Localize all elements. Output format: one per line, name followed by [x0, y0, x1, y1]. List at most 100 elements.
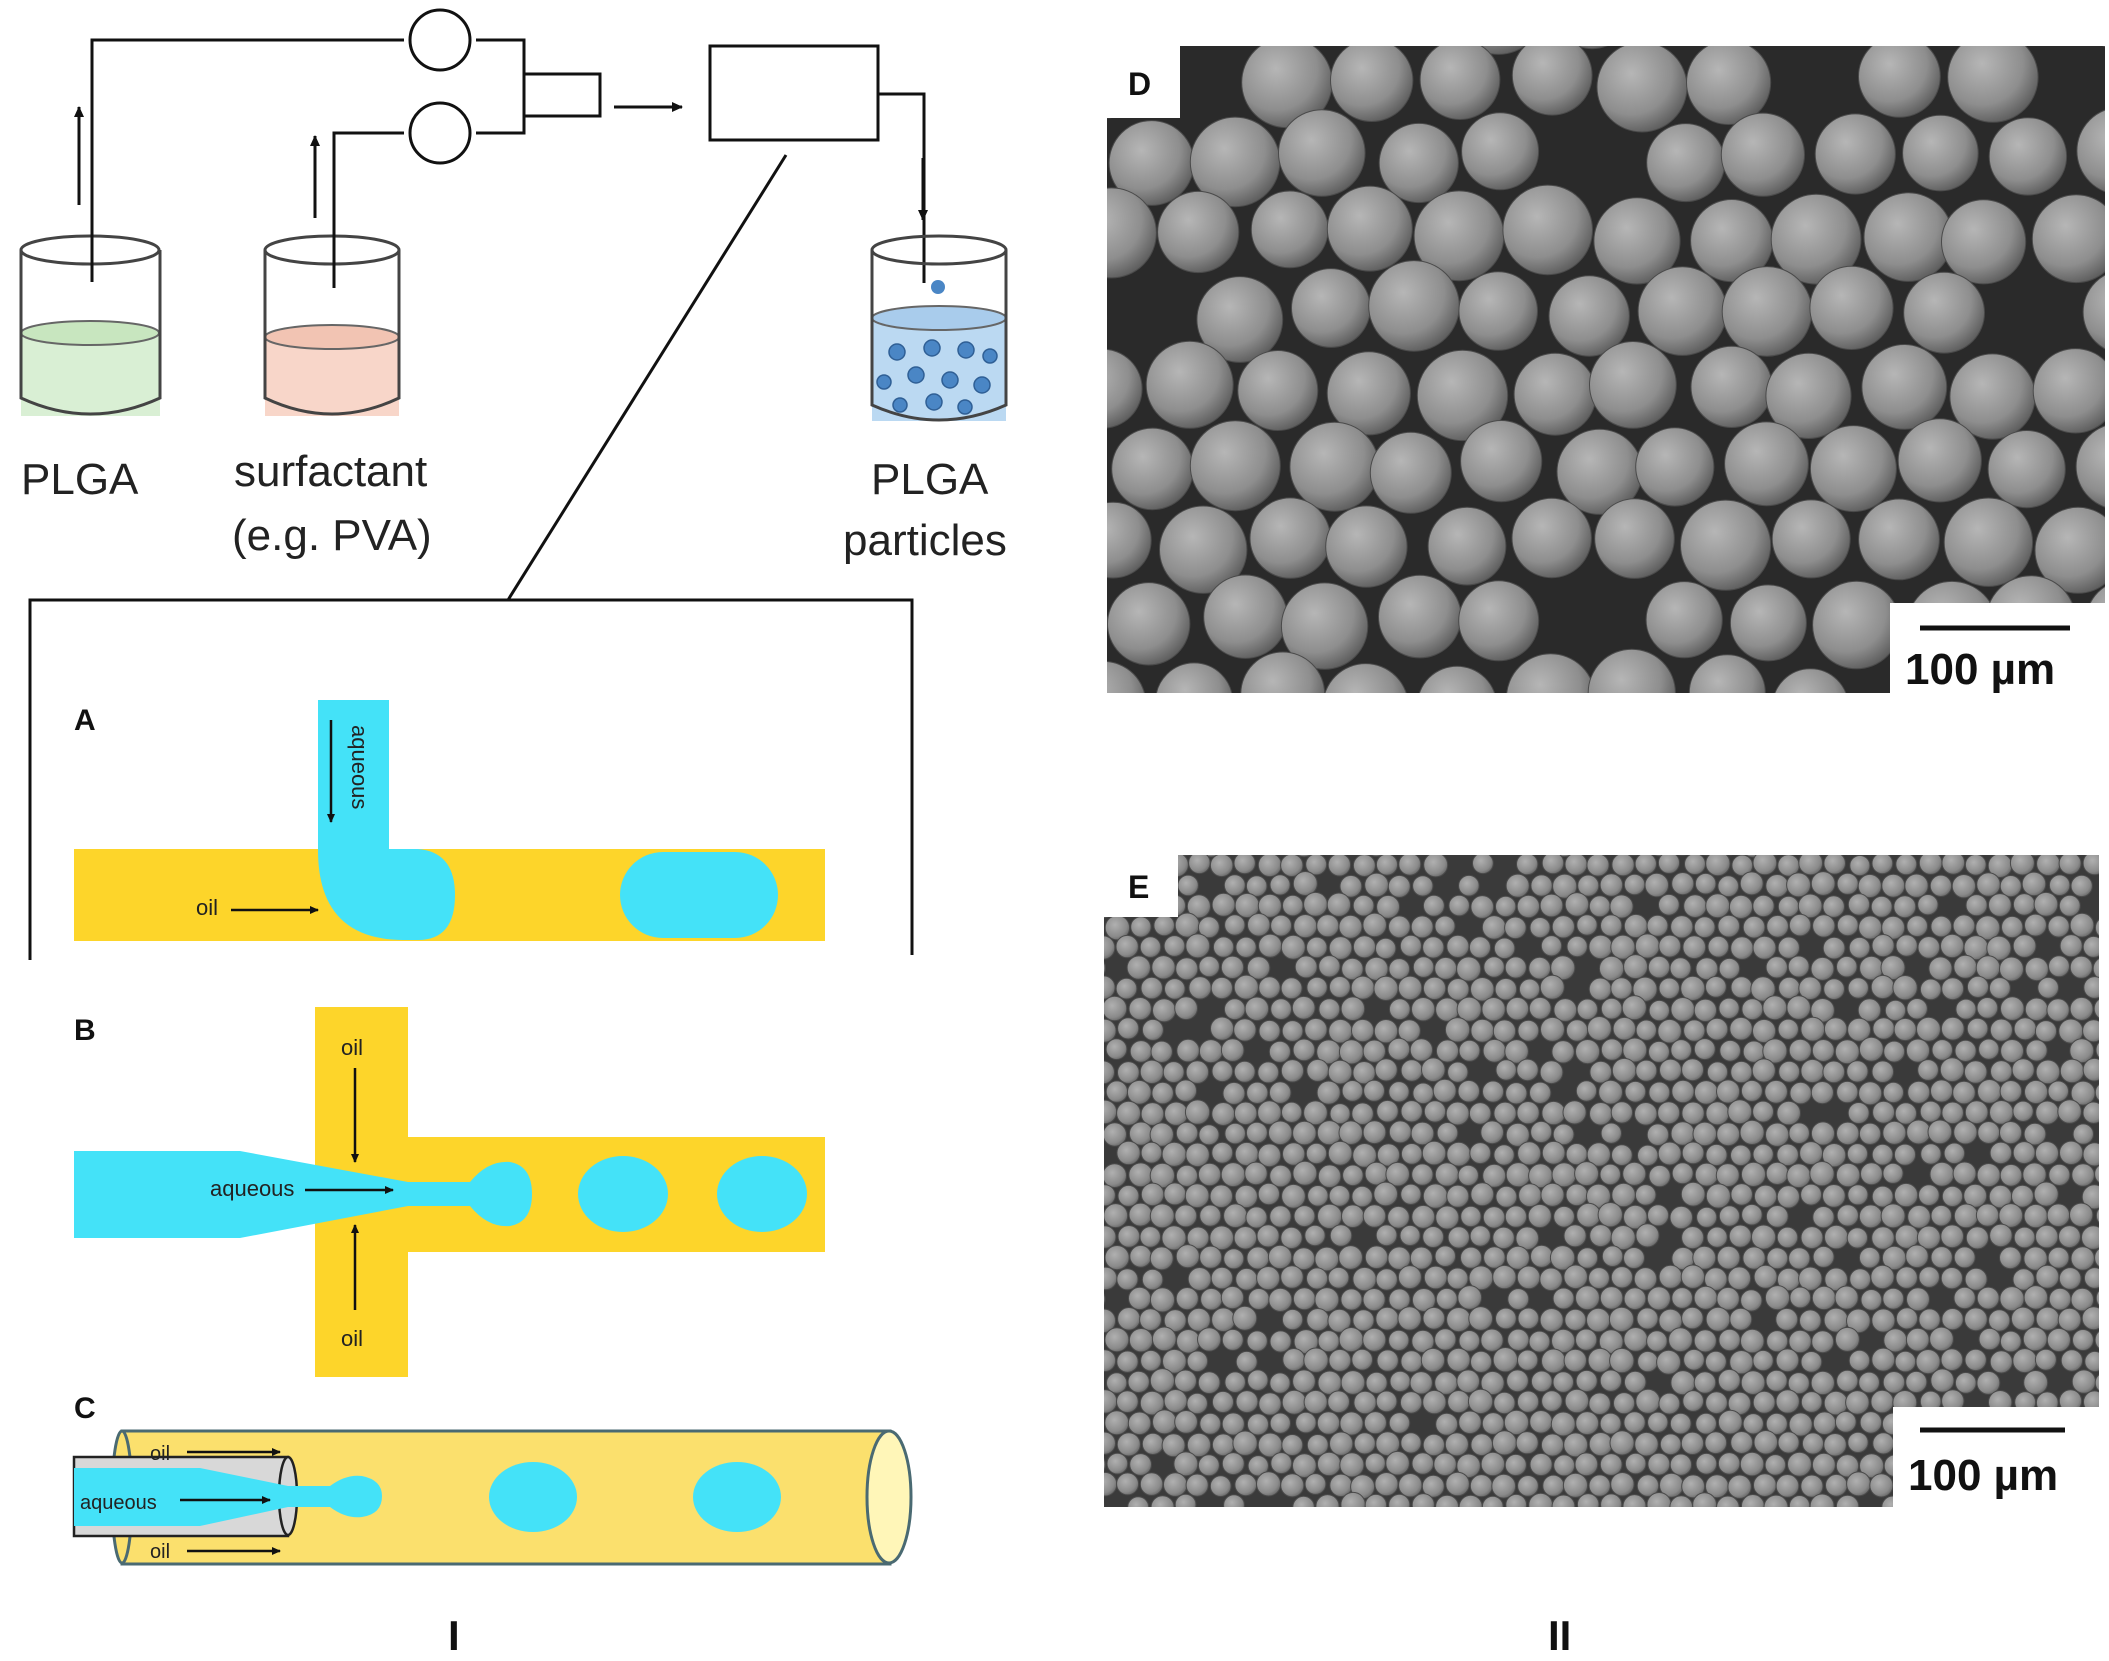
- microsphere: [1600, 1038, 1624, 1061]
- microsphere: [1634, 855, 1657, 875]
- microsphere: [1750, 976, 1776, 1002]
- microsphere: [1374, 1058, 1398, 1082]
- microsphere: [1598, 1079, 1623, 1105]
- microsphere: [1163, 1389, 1188, 1413]
- microsphere: [1152, 998, 1177, 1023]
- microsphere: [1766, 1330, 1789, 1353]
- panel-b-letter: B: [74, 1014, 96, 1047]
- microsphere: [1504, 956, 1527, 979]
- microsphere: [1941, 1185, 1964, 1208]
- microsphere: [1480, 1370, 1505, 1396]
- microsphere: [1777, 936, 1801, 959]
- microsphere: [1223, 1248, 1245, 1270]
- microsphere: [1117, 1184, 1140, 1207]
- microsphere: [2082, 935, 2099, 958]
- microsphere: [1752, 1390, 1776, 1414]
- microsphere: [1600, 832, 1622, 854]
- microsphere: [1494, 977, 1518, 1001]
- microsphere: [1871, 934, 1895, 958]
- microsphere: [2024, 1079, 2049, 1105]
- microsphere: [1730, 976, 1753, 999]
- microsphere: [1280, 582, 1369, 670]
- microsphere: [1517, 1141, 1542, 1166]
- microsphere: [1108, 0, 1197, 42]
- microsphere: [1880, 1203, 1906, 1229]
- microsphere: [1197, 1371, 1221, 1394]
- microsphere: [1669, 1205, 1694, 1230]
- microsphere: [1966, 1017, 1989, 1040]
- microsphere: [1988, 1309, 2011, 1332]
- microsphere: [1811, 1285, 1837, 1311]
- microsphere: [1789, 1081, 1812, 1105]
- microsphere: [1671, 1162, 1694, 1185]
- microsphere: [1623, 1327, 1649, 1352]
- microsphere: [1293, 1205, 1316, 1228]
- microsphere: [1458, 1410, 1482, 1435]
- microsphere: [1786, 995, 1811, 1020]
- microsphere: [1636, 1307, 1659, 1330]
- microsphere: [1306, 1267, 1329, 1290]
- microsphere: [1741, 1203, 1763, 1226]
- microsphere: [1364, 1245, 1389, 1269]
- microsphere: [1140, 1141, 1163, 1164]
- microsphere: [1906, 1287, 1930, 1312]
- microsphere: [1800, 1474, 1824, 1498]
- microsphere: [1458, 1039, 1481, 1062]
- droplet: [717, 1156, 807, 1232]
- microsphere: [1989, 1223, 2013, 1248]
- microsphere: [1411, 1288, 1436, 1312]
- microsphere: [1210, 1016, 1235, 1041]
- microsphere: [1305, 855, 1328, 876]
- microsphere: [1800, 1016, 1826, 1042]
- microsphere: [1846, 1227, 1869, 1249]
- panel-d-letter-box: [1107, 46, 1180, 118]
- microsphere: [1684, 855, 1706, 875]
- microsphere: [1705, 1101, 1730, 1126]
- microsphere: [1681, 1474, 1706, 1499]
- microsphere: [1280, 934, 1306, 960]
- microsphere: [1562, 1100, 1587, 1125]
- section-label-right: II: [1548, 1612, 1571, 1659]
- microsphere: [1107, 582, 1191, 666]
- microsphere: [1788, 1495, 1811, 1507]
- microsphere: [2057, 1099, 2082, 1124]
- microsphere: [1269, 1412, 1292, 1434]
- microsphere: [1895, 1307, 1919, 1330]
- microsphere: [1291, 268, 1371, 348]
- microsphere: [1975, 915, 2001, 941]
- microsphere: [1821, 1143, 1847, 1168]
- microsphere: [1326, 185, 1413, 272]
- microsphere: [1717, 875, 1740, 898]
- microsphere: [1705, 1143, 1728, 1167]
- microsphere: [1419, 46, 1501, 120]
- microsphere: [1990, 1060, 2013, 1083]
- microsphere: [1870, 895, 1893, 918]
- microsphere: [1470, 895, 1495, 919]
- microsphere: [2037, 976, 2060, 999]
- microsphere: [1351, 1018, 1375, 1043]
- microsphere: [1385, 1450, 1410, 1476]
- microsphere: [1492, 1264, 1517, 1290]
- microsphere: [1788, 913, 1812, 937]
- microsphere: [1129, 1244, 1153, 1268]
- microsphere: [2083, 976, 2099, 999]
- microsphere: [1411, 1493, 1435, 1507]
- microsphere: [1941, 199, 2027, 285]
- microsphere: [1495, 1059, 1517, 1081]
- microsphere: [1847, 1102, 1870, 1124]
- microsphere: [1492, 1019, 1517, 1043]
- microsphere: [1104, 1327, 1130, 1353]
- microsphere: [1106, 1372, 1128, 1394]
- microsphere: [1234, 1184, 1259, 1209]
- microsphere: [1905, 1370, 1928, 1394]
- microsphere: [1657, 1141, 1682, 1166]
- microsphere: [1771, 499, 1851, 579]
- panel-a: A aqueous oil: [74, 700, 825, 941]
- microsphere: [1835, 1454, 1860, 1478]
- microsphere: [1648, 1081, 1671, 1104]
- microsphere: [1340, 1491, 1366, 1507]
- panel-d-letter: D: [1128, 66, 1151, 102]
- microsphere: [1657, 855, 1681, 874]
- microsphere: [1999, 1080, 2023, 1103]
- microsphere: [1246, 956, 1271, 980]
